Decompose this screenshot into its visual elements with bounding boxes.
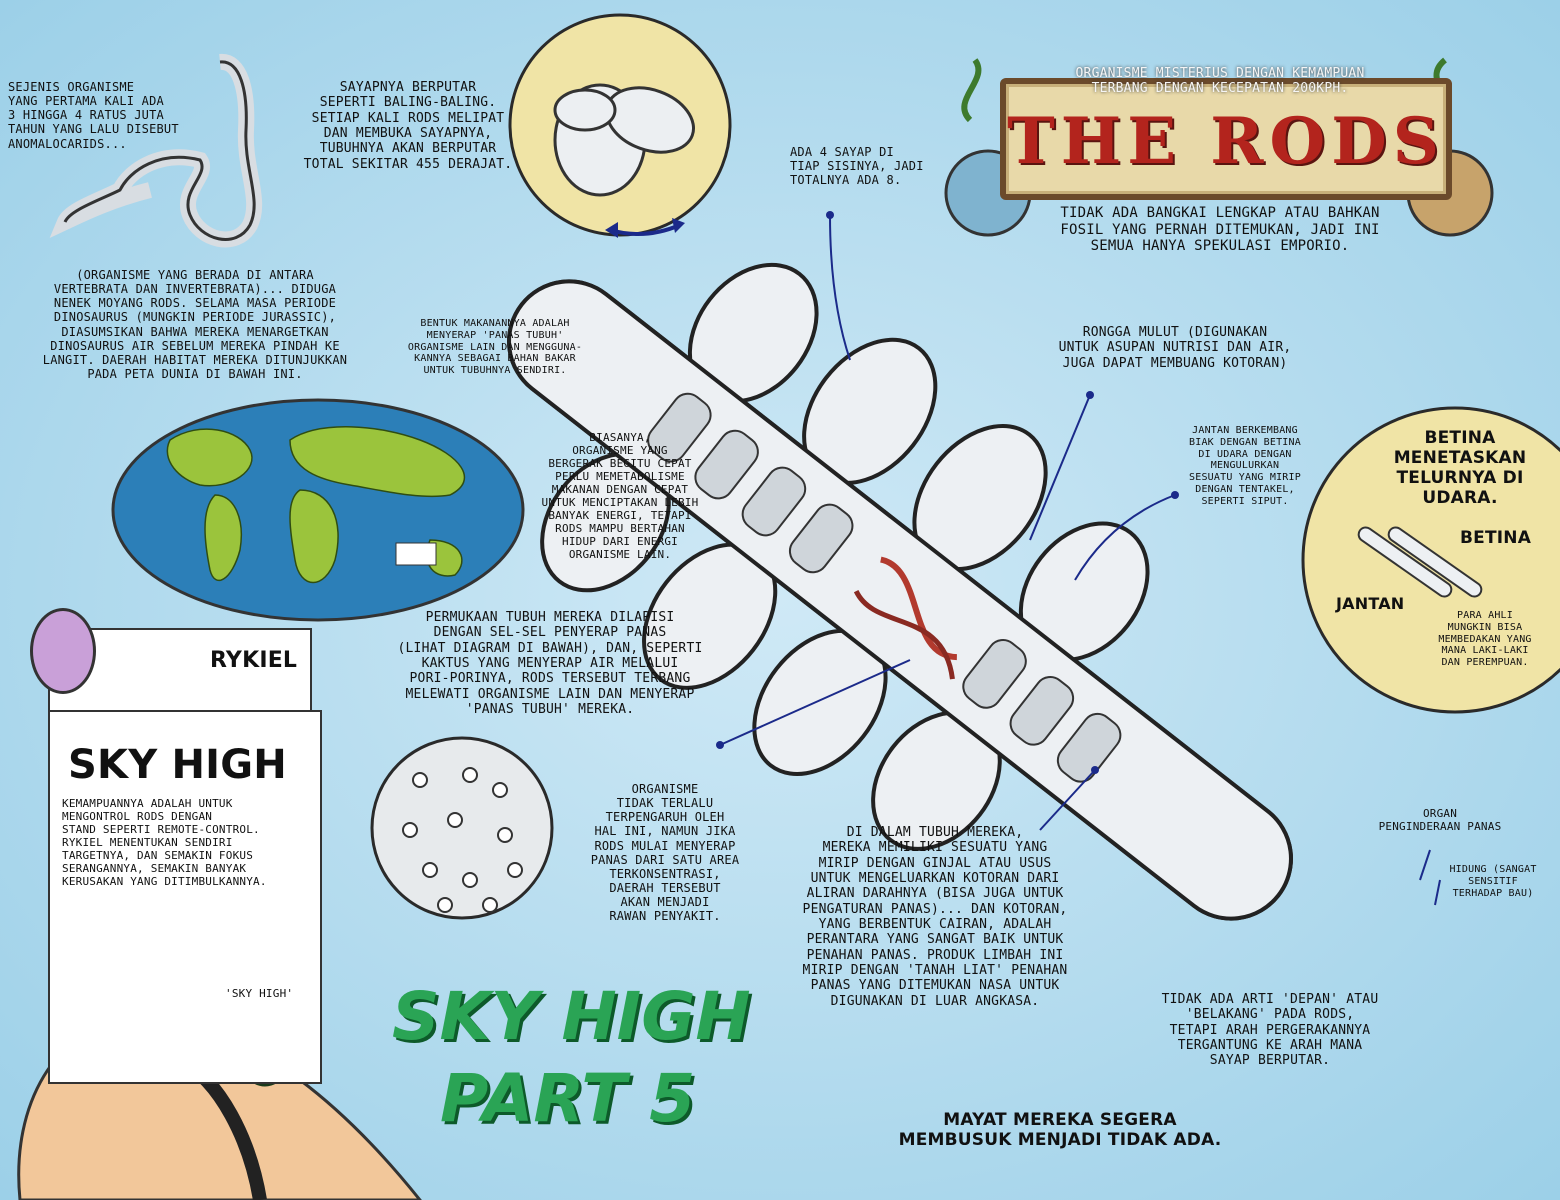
continents xyxy=(166,426,466,584)
the-rods-sign: THE RODS xyxy=(1000,78,1452,200)
female-label: BETINA xyxy=(1460,528,1532,548)
female-heading: BETINA MENETASKAN TELURNYA DI UDARA. xyxy=(1393,428,1527,509)
note-ancestor: (ORGANISME YANG BERADA DI ANTARA VERTEBR… xyxy=(42,268,348,382)
rykiel-portrait xyxy=(30,608,96,694)
rods-body-illustration xyxy=(507,262,1293,921)
sign-subtitle: ORGANISME MISTERIUS DENGAN KEMAMPUAN TER… xyxy=(1075,66,1365,97)
note-decay: MAYAT MEREKA SEGERA MEMBUSUK MENJADI TID… xyxy=(898,1110,1222,1151)
chapter-title-line2: PART 5 xyxy=(440,1060,696,1137)
chapter-title-line1: SKY HIGH xyxy=(392,978,751,1055)
note-direction: TIDAK ADA ARTI 'DEPAN' ATAU 'BELAKANG' P… xyxy=(1161,992,1379,1069)
stand-name: SKY HIGH xyxy=(68,742,287,788)
mating-rods-illustration xyxy=(1357,526,1483,598)
note-four-wings: ADA 4 SAYAP DI TIAP SISINYA, JADI TOTALN… xyxy=(790,145,924,188)
note-mating: JANTAN BERKEMBANG BIAK DENGAN BETINA DI … xyxy=(1189,425,1301,507)
note-mouth: RONGGA MULUT (DIGUNAKAN UNTUK ASUPAN NUT… xyxy=(1058,325,1292,371)
note-anomalocarids: SEJENIS ORGANISME YANG PERTAMA KALI ADA … xyxy=(8,80,179,151)
note-nose: HIDUNG (SANGAT SENSITIF TERHADAP BAU) xyxy=(1449,864,1537,899)
pointer-arrows xyxy=(719,214,1441,906)
sign-title: THE RODS xyxy=(1007,104,1445,179)
note-heat-sense: ORGAN PENGINDERAAN PANAS xyxy=(1378,807,1502,833)
heat-cells-circle xyxy=(370,736,554,920)
note-food: BENTUK MAKANANNYA ADALAH MENYERAP 'PANAS… xyxy=(407,318,583,377)
note-inside: DI DALAM TUBUH MEREKA, MEREKA MEMILIKI S… xyxy=(802,825,1068,1009)
anomalocarid-illustration xyxy=(49,54,263,248)
stand-description: KEMAMPUANNYA ADALAH UNTUK MENGONTROL ROD… xyxy=(62,797,267,888)
character-name: RYKIEL xyxy=(210,648,298,673)
stand-card xyxy=(48,710,322,1084)
rods-head-illustration xyxy=(553,83,696,197)
male-label: JANTAN xyxy=(1336,594,1405,613)
note-disease: ORGANISME TIDAK TERLALU TERPENGARUH OLEH… xyxy=(590,782,740,924)
female-circle-note: PARA AHLI MUNGKIN BISA MEMBEDAKAN YANG M… xyxy=(1438,610,1532,669)
note-metabolism: BIASANYA, ORGANISME YANG BERGERAK BEGITU… xyxy=(541,431,699,561)
sign-note: TIDAK ADA BANGKAI LENGKAP ATAU BAHKAN FO… xyxy=(1060,205,1380,255)
vine-left xyxy=(961,58,982,123)
note-wings-rotate: SAYAPNYA BERPUTAR SEPERTI BALING-BALING.… xyxy=(303,80,513,172)
heat-cells xyxy=(402,767,523,913)
map-legend xyxy=(395,542,437,566)
stand-label: 'SKY HIGH' xyxy=(225,987,294,1000)
note-surface: PERMUKAAN TUBUH MEREKA DILAPISI DENGAN S… xyxy=(397,610,703,717)
